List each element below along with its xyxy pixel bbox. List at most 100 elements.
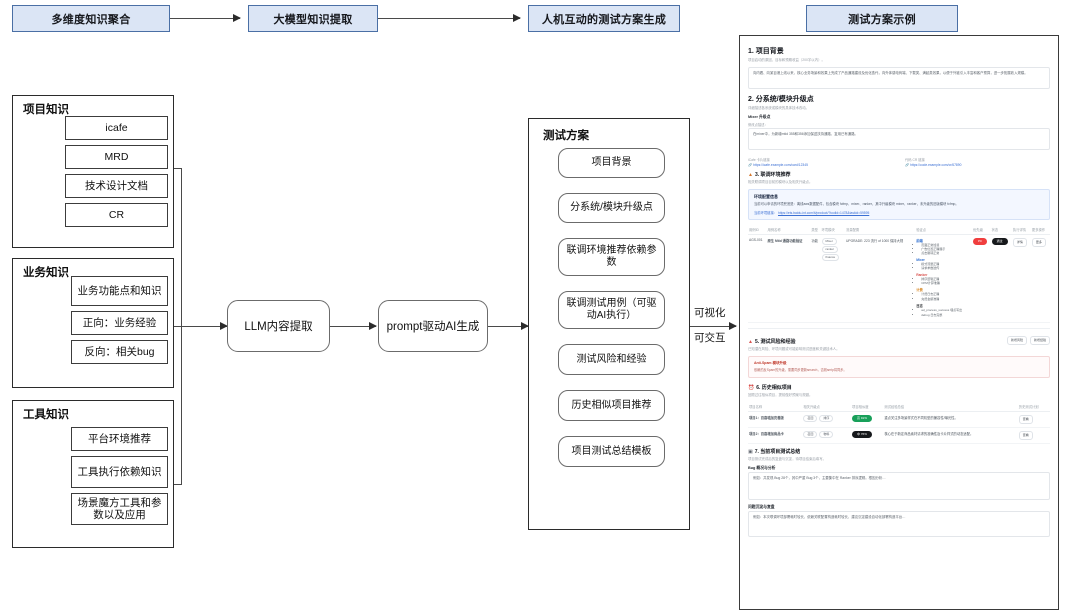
check-group: 计费 计费日志正确 充费金额准确 bbox=[916, 287, 971, 301]
check-item: 点击跳转正常 bbox=[921, 251, 971, 255]
risk-card[interactable]: Anti-Spam 模块升级 依赖的反Spam的升级，需要同步更新smarch，… bbox=[748, 355, 1050, 378]
arrow-llm-to-prompt bbox=[330, 322, 377, 330]
cell-type: 功能 bbox=[810, 234, 821, 323]
table-row[interactable]: 项目1：百喜喵加完善版 召回 排序 高 91% 重点关注多场景样式在不同机型的兼… bbox=[748, 411, 1050, 428]
history-icon: ⏰ bbox=[748, 384, 755, 391]
check-item: 模式流量正确 bbox=[921, 262, 971, 266]
knowledge-group-tools: 工具知识 平台环境推荐 工具执行依赖知识 场景魔方工具和参数以及应用 bbox=[12, 400, 174, 548]
status-badge: 通过 bbox=[991, 237, 1008, 245]
doc-change-body[interactable]: 在mixer中，为新增mtid 355和356添加保送扶持通路，复用已有通路。 bbox=[748, 128, 1050, 150]
knowledge-item-tech-design-doc[interactable]: 技术设计文档 bbox=[65, 174, 168, 198]
arrow-aggregation-to-extraction bbox=[170, 14, 241, 22]
module-tag: finance bbox=[821, 253, 840, 261]
table-row[interactable]: 项目2：百喜增加商品卡 召回 物料 中 76% 核心在于新定商品素材请求的准确性… bbox=[748, 427, 1050, 444]
knowledge-item-cr[interactable]: CR bbox=[65, 203, 168, 227]
knowledge-group-business: 业务知识 业务功能点和知识 正向：业务经验 反向：相关bug bbox=[12, 258, 174, 388]
cell-tags: 召回 物料 bbox=[802, 427, 852, 444]
upgrade-tag: 召回 bbox=[803, 414, 818, 422]
clipboard-icon: ▣ bbox=[748, 448, 753, 455]
check-group: Mixer 模式流量正确 请求参数透传 bbox=[916, 258, 971, 271]
add-risk-button[interactable]: 新增风险 bbox=[1006, 335, 1027, 345]
cell-tags: 召回 排序 bbox=[802, 411, 852, 428]
env-config-card: 环境配置信息 当前可以申请的环境兜底是：离线aws数据配件，包含模块 fcfmp… bbox=[748, 189, 1050, 220]
plan-item-env-dependency[interactable]: 联调环境推荐依赖参数 bbox=[558, 238, 665, 276]
knowledge-item-scenario-tools[interactable]: 场景魔方工具和参数以及应用 bbox=[71, 493, 168, 525]
th-case-name: 用例名称 bbox=[766, 224, 811, 235]
th-traffic: 流量配置 bbox=[845, 224, 916, 235]
process-prompt-generate[interactable]: prompt驱动AI生成 bbox=[378, 300, 488, 352]
pipeline-step-plan-generation[interactable]: 人机互动的测试方案生成 bbox=[528, 5, 680, 32]
doc-section-7-heading: ▣7. 当前项目测试总结 bbox=[748, 448, 801, 455]
cell-similarity: 中 76% bbox=[851, 427, 884, 444]
env-config-line: 当前可以申请的环境兜底是：离线aws数据配件，包含模块 fcfmp、mixer、… bbox=[754, 202, 959, 206]
pipeline-step-llm-extraction[interactable]: 大模型知识提取 bbox=[248, 5, 378, 32]
risk-card-title: Anti-Spam 模块升级 bbox=[754, 360, 787, 365]
knowledge-item-platform-env[interactable]: 平台环境推荐 bbox=[71, 427, 168, 451]
view-plan-button[interactable]: 查看 bbox=[1018, 414, 1033, 424]
more-button[interactable]: 更多 bbox=[1031, 237, 1046, 247]
doc-section-1-body[interactable]: 向内看、向某百港上线以来，核心业务场景和效果上完成了产品通路建设及优化迭代，向外… bbox=[748, 67, 1050, 89]
upgrade-tag: 召回 bbox=[803, 430, 818, 438]
merge-bus-branch-business bbox=[174, 326, 182, 327]
th-checks: 验证点 bbox=[915, 224, 972, 235]
check-list: 计费日志正确 充费金额准确 bbox=[916, 292, 971, 301]
check-item: 页面正常加载 bbox=[921, 243, 971, 247]
plan-item-test-cases[interactable]: 联调测试用例（可驱动AI执行） bbox=[558, 291, 665, 329]
check-item: 请求参数透传 bbox=[921, 266, 971, 270]
view-plan-button[interactable]: 查看 bbox=[1018, 430, 1033, 440]
summary-body[interactable]: 例如：本次联调环境部署耗时较长，依赖关联配置构造耗时较长，建议沉淀建设自动化部署… bbox=[748, 510, 1050, 537]
link-text: https://icafe.example.com/card/12345 bbox=[753, 163, 808, 167]
knowledge-item-tool-dependency[interactable]: 工具执行依赖知识 bbox=[71, 456, 168, 488]
doc-section-1-heading: 1. 项目背景 bbox=[748, 48, 784, 55]
upgrade-tag: 物料 bbox=[819, 430, 834, 438]
cell-more: 更多 bbox=[1030, 234, 1050, 323]
process-label: prompt驱动AI生成 bbox=[386, 321, 480, 333]
th-similarity: 项目相似度 bbox=[851, 401, 884, 412]
detail-button[interactable]: 详情 bbox=[1012, 237, 1027, 247]
link-icon: 🔗 bbox=[748, 163, 753, 167]
knowledge-item-business-features[interactable]: 业务功能点和知识 bbox=[71, 276, 168, 306]
cell-case-name: 原生 Mtid 通路功能验证 bbox=[766, 234, 811, 323]
doc-change-label: 修改点描述： bbox=[748, 123, 768, 127]
group-title: 项目知识 bbox=[23, 104, 69, 116]
plan-item-risks-experience[interactable]: 测试风险和经验 bbox=[558, 344, 665, 375]
cell-case-id: AGS-001 bbox=[748, 234, 767, 323]
knowledge-item-mrd[interactable]: MRD bbox=[65, 145, 168, 169]
pipeline-step-plan-example[interactable]: 测试方案示例 bbox=[806, 5, 958, 32]
doc-link-cr-url[interactable]: 🔗https://code.example.com/cr/67890 bbox=[905, 163, 1050, 167]
doc-link-cr-label: 代码 CR 链接 bbox=[905, 158, 925, 162]
table-row[interactable]: AGS-001 原生 Mtid 通路功能验证 功能 Mixer ranker f… bbox=[748, 234, 1050, 323]
check-group-title: 计费 bbox=[916, 288, 923, 293]
doc-section-3-sub: 相关联调项目目前的模块以及相关升级点。 bbox=[748, 180, 813, 184]
table-header-row: 项目名称 相关升级点 项目相似度 测试经验总结 历史测试计划 bbox=[748, 401, 1050, 412]
cell-project-name: 项目2：百喜增加商品卡 bbox=[748, 427, 803, 444]
doc-link-icafe-url[interactable]: 🔗https://icafe.example.com/card/12345 bbox=[748, 163, 893, 167]
knowledge-item-positive-experience[interactable]: 正向：业务经验 bbox=[71, 311, 168, 335]
plan-item-summary-template[interactable]: 项目测试总结模板 bbox=[558, 436, 665, 467]
merge-bus-branch-tools bbox=[174, 484, 182, 485]
doc-section-1-sub: 项目启动的原因、目标和预期收益（200字以内）。 bbox=[748, 58, 825, 62]
arrow-extraction-to-generation bbox=[378, 14, 521, 22]
cell-modules: Mixer ranker finance bbox=[820, 234, 846, 323]
cell-summary: 核心在于新定商品素材请求的准确性及卡片样式的动态适配。 bbox=[883, 427, 1018, 444]
bug-analysis-body[interactable]: 例如：共发现 Bug 28个，其中严重 Bug 3个，主要集中在 Ranker … bbox=[748, 471, 1050, 500]
doc-section-3-heading: ▲3. 联调环境推荐 bbox=[748, 172, 791, 178]
test-plan-group: 测试方案 项目背景 分系统/模块升级点 联调环境推荐依赖参数 联调测试用例（可驱… bbox=[528, 118, 690, 530]
arrow-label-visual: 可视化 bbox=[694, 307, 726, 319]
knowledge-item-negative-bugs[interactable]: 反向：相关bug bbox=[71, 340, 168, 364]
pipeline-step-knowledge-aggregation[interactable]: 多维度知识聚合 bbox=[12, 5, 170, 32]
knowledge-item-icafe[interactable]: icafe bbox=[65, 116, 168, 140]
env-config-url[interactable]: 当前环境链接： https://ets.baidu-int.com/it/pro… bbox=[754, 210, 1044, 215]
env-url-label: 当前环境链接： bbox=[754, 210, 778, 215]
summary-label: 问题沉淀与复盘 bbox=[748, 504, 775, 509]
plan-item-subsystem-upgrade[interactable]: 分系统/模块升级点 bbox=[558, 193, 665, 223]
plan-item-project-background[interactable]: 项目背景 bbox=[558, 148, 665, 178]
process-llm-extract[interactable]: LLM内容提取 bbox=[227, 300, 330, 352]
similarity-badge: 中 76% bbox=[852, 430, 872, 438]
doc-section-5-heading: ▲5. 测试风险和经验 bbox=[748, 338, 796, 345]
test-plan-document-preview[interactable]: 1. 项目背景 项目启动的原因、目标和预期收益（200字以内）。 向内看、向某百… bbox=[739, 35, 1059, 610]
plan-item-similar-projects[interactable]: 历史相似项目推荐 bbox=[558, 390, 665, 421]
risk-card-body: 依赖的反Spam的升级，需要同步更新smarch，否则smtp将同步。 bbox=[754, 367, 847, 372]
warning-triangle-icon: ▲ bbox=[748, 172, 753, 178]
add-experience-button[interactable]: 新增经验 bbox=[1029, 335, 1050, 345]
